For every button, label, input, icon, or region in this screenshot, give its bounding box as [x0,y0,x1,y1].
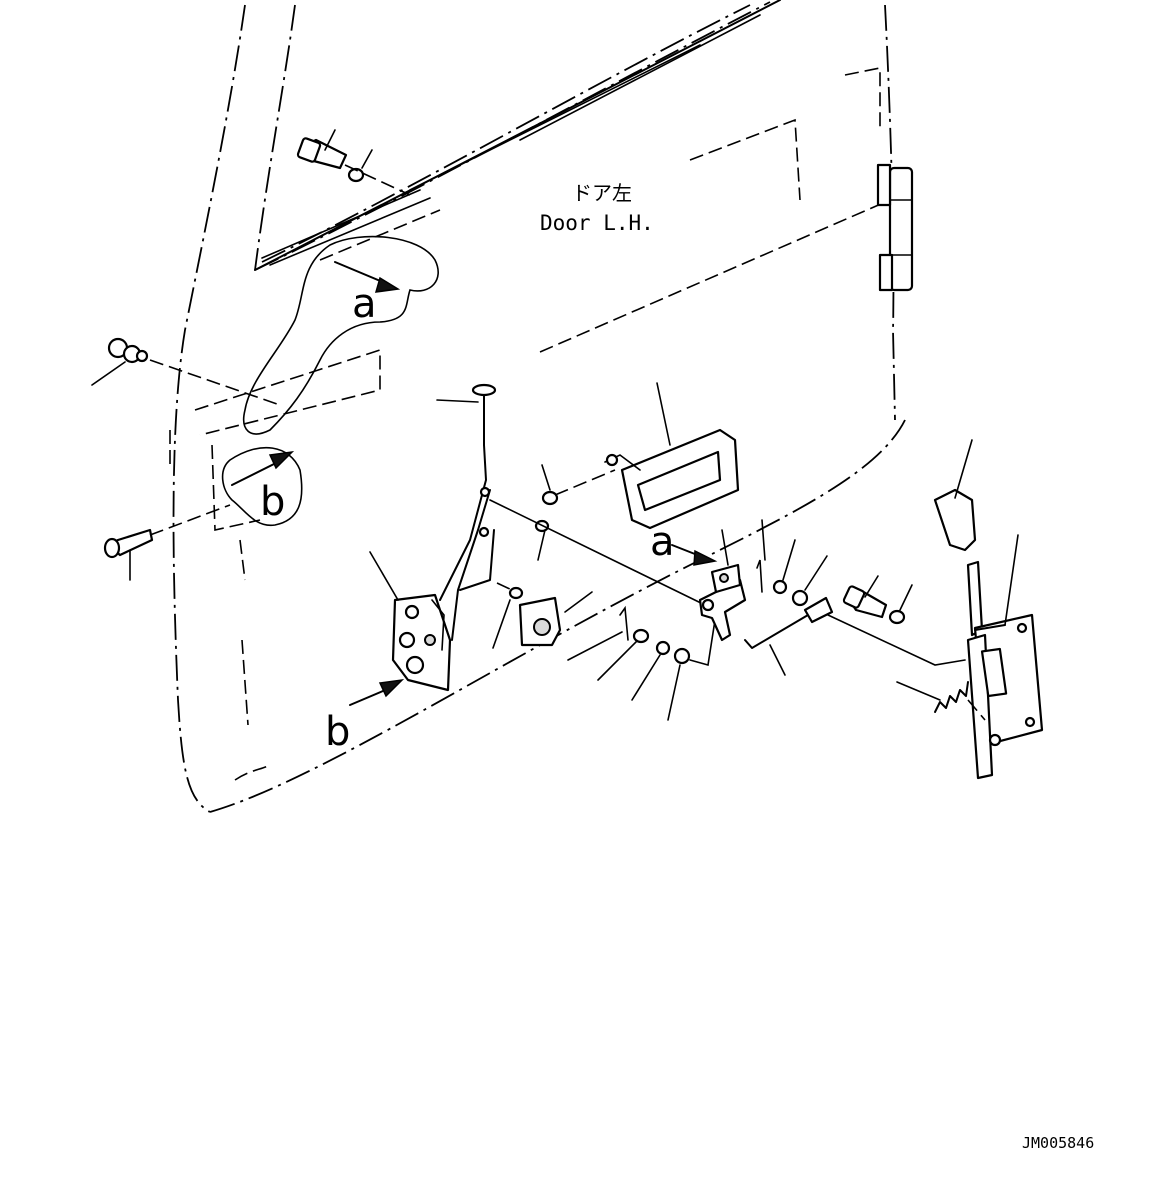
nut-left [91,337,281,406]
door-outline [169,1,906,813]
lock-rod-assembly [436,383,497,641]
window-rail [254,0,781,271]
link-rod [744,596,834,676]
phantom-striker-line [827,614,966,666]
clip [492,582,524,649]
actuator [518,591,593,647]
door-title: ドア左 Door L.H. [540,181,654,235]
detail-region-b: b [221,446,303,526]
door-hinge [876,163,914,292]
coil-spring [896,681,986,721]
outside-handle [604,382,740,530]
detail-region-a: a [243,235,439,435]
spring-clip [567,605,629,661]
washers-upper [772,539,828,607]
screw-left [103,504,231,581]
ref-letter-b-upper: b [260,479,285,525]
ref-letter-a-upper: a [352,281,377,327]
rubber-stopper [933,439,977,552]
ref-letter-a-lower: a [650,519,675,565]
washers-lower [597,619,716,721]
door-title-en: Door L.H. [540,211,654,235]
bolt-top [296,129,411,196]
drawing-code: JM005846 [1022,1134,1094,1152]
striker-plate [966,534,1044,780]
door-title-jp: ドア左 [572,181,632,205]
door-latch [369,551,452,692]
ref-letter-b-lower: b [325,709,350,755]
bolt-right [842,575,913,625]
nut-center-upper [541,464,616,506]
pin [756,519,766,593]
ref-arrow-b-lower: b [325,678,405,755]
link-line [489,499,706,606]
bracket: a [650,519,747,642]
